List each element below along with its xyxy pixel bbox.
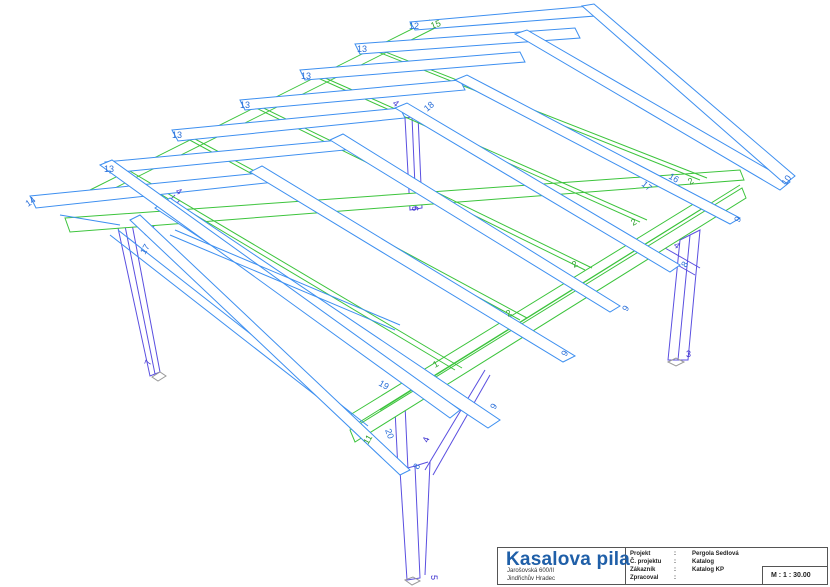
rafter-4-right xyxy=(393,102,681,273)
project-info: Projekt: Pergola Sedlová Č. projektu: Kata… xyxy=(626,548,827,584)
info-row-project: Projekt: Pergola Sedlová xyxy=(630,550,739,558)
label-20: 20 xyxy=(383,427,396,440)
label-9: 9 xyxy=(732,215,743,224)
label-13: 13 xyxy=(172,130,182,140)
label-2: 2 xyxy=(629,217,638,228)
label-13: 13 xyxy=(357,44,367,54)
info-separator: : xyxy=(674,551,676,557)
rafter-2-left xyxy=(104,139,346,174)
rafter-3-left xyxy=(171,107,406,142)
company-block: Kasalova pila Jarošovská 600/II Jindřich… xyxy=(498,548,630,584)
scale-box: M : 1 : 30.00 xyxy=(762,566,827,584)
part-labels: 14 13 13 13 13 13 12 15 10 16 17 17 18 1… xyxy=(23,18,793,580)
company-address-city: Jindřichův Hradec xyxy=(507,576,556,582)
label-4: 4 xyxy=(672,240,682,251)
footings xyxy=(151,357,686,586)
rafter-4-left xyxy=(239,79,466,111)
label-11: 11 xyxy=(361,433,374,446)
label-2: 2 xyxy=(686,176,695,187)
label-8: 8 xyxy=(679,260,690,269)
company-address-street: Jarošovská 600/II xyxy=(507,568,555,574)
info-value: Katalog KP xyxy=(692,567,725,573)
label-13: 13 xyxy=(240,100,250,110)
post-front xyxy=(399,465,421,581)
label-17: 17 xyxy=(138,242,152,256)
label-19: 19 xyxy=(377,378,391,392)
info-separator: : xyxy=(674,567,676,573)
rafter-7-right xyxy=(580,3,796,185)
label-3: 3 xyxy=(686,349,691,359)
rafter-diagonal-1 xyxy=(98,159,461,419)
label-13: 13 xyxy=(301,71,311,81)
label-15: 15 xyxy=(429,18,442,31)
company-name: Kasalova pila xyxy=(506,549,631,570)
rafter-3-right xyxy=(328,133,621,313)
label-8: 8 xyxy=(411,462,422,471)
info-key: Č. projektu xyxy=(630,559,662,565)
label-12: 12 xyxy=(409,21,419,31)
info-row-customer: Zákazník: Katalog KP xyxy=(630,566,724,574)
label-4: 4 xyxy=(174,186,184,197)
label-7: 7 xyxy=(142,359,153,367)
rafter-5-right xyxy=(453,74,742,225)
label-4: 4 xyxy=(391,98,401,109)
label-9: 9 xyxy=(620,304,631,313)
rafter-5-left xyxy=(299,51,526,81)
label-16: 16 xyxy=(667,171,681,185)
title-block: Kasalova pila Jarošovská 600/II Jindřich… xyxy=(497,547,828,585)
info-value: Pergola Sedlová xyxy=(692,551,739,557)
scale-label: M : 1 : 30.00 xyxy=(771,572,811,579)
info-value: Katalog xyxy=(692,559,715,565)
label-10: 10 xyxy=(779,173,793,187)
label-6: 6 xyxy=(410,206,420,211)
label-2: 2 xyxy=(570,259,579,270)
info-separator: : xyxy=(674,559,676,565)
info-key: Projekt xyxy=(630,551,651,557)
info-row-project-number: Č. projektu: Katalog xyxy=(630,558,714,566)
label-2: 2 xyxy=(504,308,513,319)
info-row-processed-by: Zpracoval: xyxy=(630,574,692,582)
label-18: 18 xyxy=(422,99,436,113)
info-key: Zpracoval xyxy=(630,575,659,581)
info-key: Zákazník xyxy=(630,567,656,573)
label-14: 14 xyxy=(23,195,37,209)
label-9: 9 xyxy=(488,402,499,411)
rafter-6-right xyxy=(513,29,791,191)
label-5: 5 xyxy=(429,575,439,580)
label-1: 1 xyxy=(431,359,440,370)
label-4: 4 xyxy=(420,436,431,444)
label-17: 17 xyxy=(640,179,654,193)
rafter-2-right xyxy=(248,165,577,363)
beam-top-plate xyxy=(64,169,745,233)
info-separator: : xyxy=(674,575,676,581)
label-9: 9 xyxy=(559,349,570,358)
rafters xyxy=(29,3,796,476)
label-13: 13 xyxy=(104,164,114,174)
